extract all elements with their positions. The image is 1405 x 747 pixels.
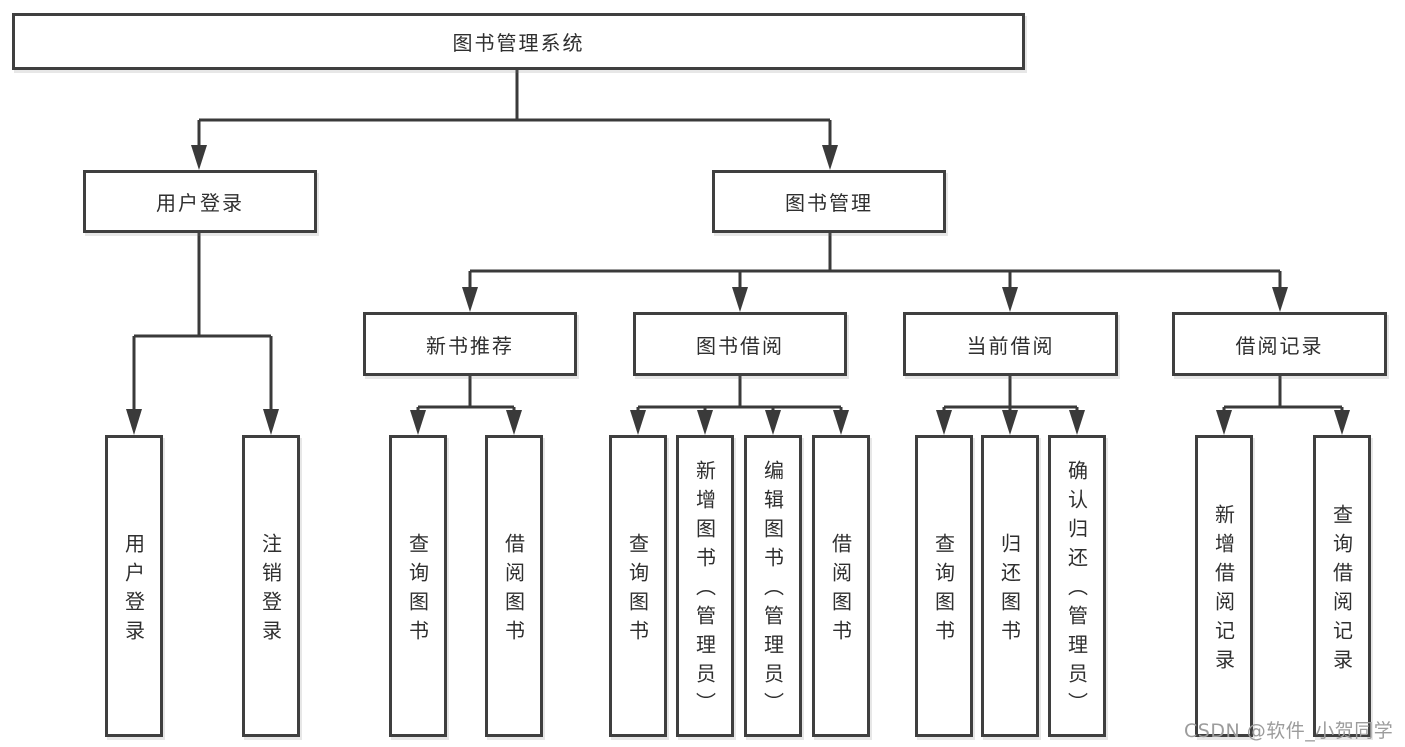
leaf-query-book-recommend-label: 查询图书 xyxy=(405,532,430,649)
node-book-management: 图书管理 xyxy=(712,170,946,233)
node-book-borrow-label: 图书借阅 xyxy=(696,333,784,358)
node-new-book-recommend: 新书推荐 xyxy=(363,312,577,376)
leaf-return-book-label: 归还图书 xyxy=(997,532,1022,649)
leaf-edit-book-admin: 编辑图书（管理员） xyxy=(744,435,802,737)
leaf-return-book: 归还图书 xyxy=(981,435,1039,737)
node-user-login-label: 用户登录 xyxy=(156,191,244,215)
leaf-query-book-borrow: 查询图书 xyxy=(609,435,667,737)
node-current-borrow-label: 当前借阅 xyxy=(966,333,1055,358)
leaf-add-book-admin-label: 新增图书（管理员） xyxy=(692,460,717,721)
leaf-user-login: 用户登录 xyxy=(105,435,163,737)
node-new-book-recommend-label: 新书推荐 xyxy=(426,333,514,358)
leaf-query-book-recommend: 查询图书 xyxy=(389,435,447,737)
leaf-logout-label: 注销登录 xyxy=(258,532,283,649)
node-current-borrow: 当前借阅 xyxy=(903,312,1118,376)
leaf-add-borrow-record: 新增借阅记录 xyxy=(1195,435,1253,737)
leaf-confirm-return-admin-label: 确认归还（管理员） xyxy=(1064,460,1089,721)
arrowheads xyxy=(126,145,1350,435)
node-root: 图书管理系统 xyxy=(12,13,1025,70)
leaf-query-book-current-label: 查询图书 xyxy=(931,532,956,649)
leaf-edit-book-admin-label: 编辑图书（管理员） xyxy=(760,460,785,721)
leaf-borrow-book-recommend-label: 借阅图书 xyxy=(501,532,526,649)
leaf-logout: 注销登录 xyxy=(242,435,300,737)
leaf-query-book-current: 查询图书 xyxy=(915,435,973,737)
leaf-query-book-borrow-label: 查询图书 xyxy=(625,532,650,649)
leaf-borrow-book: 借阅图书 xyxy=(812,435,870,737)
leaf-confirm-return-admin: 确认归还（管理员） xyxy=(1048,435,1106,737)
node-book-borrow: 图书借阅 xyxy=(633,312,847,376)
leaf-borrow-book-recommend: 借阅图书 xyxy=(485,435,543,737)
node-root-label: 图书管理系统 xyxy=(452,31,585,55)
leaf-query-borrow-record: 查询借阅记录 xyxy=(1313,435,1371,737)
node-book-management-label: 图书管理 xyxy=(785,191,873,215)
node-user-login: 用户登录 xyxy=(83,170,317,233)
leaf-add-borrow-record-label: 新增借阅记录 xyxy=(1211,503,1236,678)
leaf-borrow-book-label: 借阅图书 xyxy=(828,532,853,649)
leaf-user-login-label: 用户登录 xyxy=(121,532,146,649)
leaf-add-book-admin: 新增图书（管理员） xyxy=(676,435,734,737)
leaf-query-borrow-record-label: 查询借阅记录 xyxy=(1329,503,1354,678)
node-borrow-records-label: 借阅记录 xyxy=(1235,333,1324,358)
watermark-text: CSDN @软件_小贺同学 xyxy=(1184,720,1394,742)
node-borrow-records: 借阅记录 xyxy=(1172,312,1387,376)
